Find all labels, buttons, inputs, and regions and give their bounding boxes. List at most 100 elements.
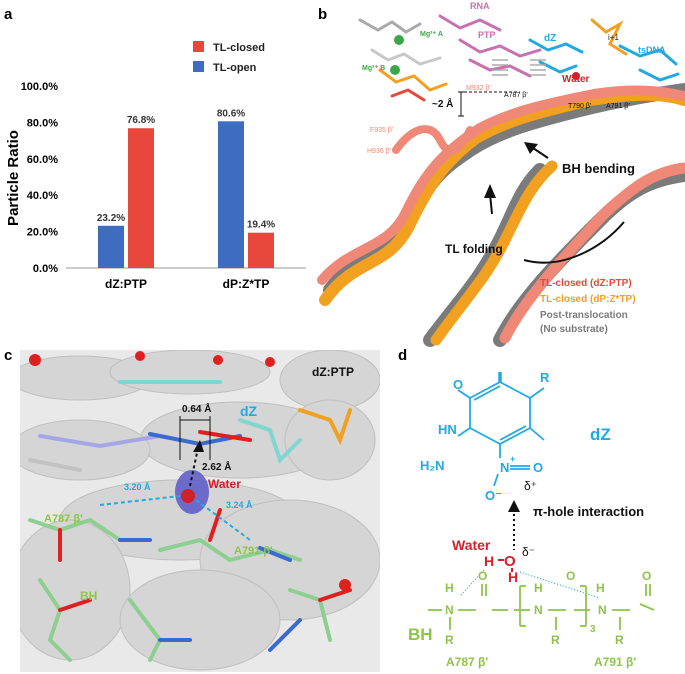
x-axis-categories: dZ:PTP dP:Z*TP bbox=[105, 277, 269, 291]
y-tick-label: 60.0% bbox=[27, 154, 58, 166]
offset-marker bbox=[179, 416, 211, 460]
d-bb-h2: H bbox=[534, 581, 543, 595]
panel-label-b: b bbox=[318, 6, 328, 23]
water-sphere-c bbox=[181, 489, 195, 503]
d-hn: HN bbox=[438, 422, 457, 437]
legend-tl-closed-dpztp: TL-closed (dP:Z*TP) bbox=[540, 294, 636, 305]
legend-label-tl-closed: TL-closed bbox=[213, 42, 265, 54]
bar-tl-closed bbox=[128, 128, 154, 268]
d-bb-n2: N bbox=[534, 603, 543, 617]
water-dot-top bbox=[135, 351, 145, 361]
d-bb-h1: H bbox=[445, 581, 454, 595]
legend-label-tl-open: TL-open bbox=[213, 62, 257, 74]
water-dot-top2 bbox=[213, 355, 223, 365]
panel-label-a: a bbox=[4, 6, 13, 23]
y-tick-label: 40.0% bbox=[27, 190, 58, 202]
d-bb-h3: H bbox=[596, 581, 605, 595]
y-tick-label: 20.0% bbox=[27, 227, 58, 239]
d-delta-plus: δ⁺ bbox=[524, 479, 537, 493]
bars: 23.2%76.8%80.6%19.4% bbox=[97, 108, 275, 268]
d-bb-n1: N bbox=[445, 603, 454, 617]
h936-label: H936 β' bbox=[367, 148, 391, 155]
x-category-label: dZ:PTP bbox=[105, 277, 147, 291]
legend-tl-closed-dzptp: TL-closed (dZ:PTP) bbox=[540, 278, 632, 289]
legend-swatch-tl-closed bbox=[193, 41, 204, 52]
distance-label: ~2 Å bbox=[432, 97, 453, 110]
bar-value-label: 23.2% bbox=[97, 213, 125, 224]
d-hbonds bbox=[459, 569, 601, 599]
water-dot-corner bbox=[29, 354, 41, 366]
mg-b-sphere bbox=[390, 65, 400, 75]
bar-tl-closed bbox=[248, 232, 274, 268]
a791-label-b: A791 β' bbox=[606, 103, 630, 110]
d-bb-o3: O bbox=[642, 569, 651, 583]
dist-262: 2.62 Å bbox=[202, 460, 231, 473]
legend-post-translocation: Post-translocation bbox=[540, 310, 628, 321]
d-bb-o1: O bbox=[478, 569, 487, 583]
d-water-o: O bbox=[504, 553, 516, 570]
i1-label: i+1 bbox=[608, 33, 619, 42]
f935-label: F935 β' bbox=[370, 127, 393, 134]
d-nitro-n: N bbox=[500, 460, 509, 475]
y-tick-label: 100.0% bbox=[21, 81, 59, 93]
bar-tl-open bbox=[218, 121, 244, 268]
water-dot-top3 bbox=[265, 357, 275, 367]
d-a787: A787 β' bbox=[446, 655, 488, 669]
water-label-c: Water bbox=[208, 477, 241, 491]
d-nitro-o: O bbox=[533, 460, 543, 475]
helix-ribbons bbox=[317, 83, 685, 347]
d-nitro-plus: + bbox=[510, 454, 515, 464]
tl-folding-label: TL folding bbox=[445, 242, 503, 256]
d-o-minus: O⁻ bbox=[485, 488, 502, 503]
legend-swatch-tl-open bbox=[193, 61, 204, 72]
d-bb-r1: R bbox=[445, 633, 454, 647]
x-category-label: dP:Z*TP bbox=[223, 277, 270, 291]
d-bh-label: BH bbox=[408, 625, 433, 644]
mg-a-label: Mg²⁺ A bbox=[420, 31, 443, 38]
bar-value-label: 19.4% bbox=[247, 220, 275, 231]
d-r-top: R bbox=[540, 370, 550, 385]
bar-chart: Particle Ratio 0.0%20.0%40.0%60.0%80.0%1… bbox=[5, 41, 306, 291]
bar-tl-open bbox=[98, 225, 124, 268]
mg-a-sphere bbox=[394, 35, 404, 45]
y-tick-label: 80.0% bbox=[27, 117, 58, 129]
density-mesh bbox=[20, 350, 380, 671]
c-title: dZ:PTP bbox=[312, 365, 354, 379]
y-axis-ticks: 0.0%20.0%40.0%60.0%80.0%100.0% bbox=[21, 81, 59, 275]
ptp-label: PTP bbox=[478, 30, 496, 40]
bar-value-label: 80.6% bbox=[217, 108, 245, 119]
d-water-h1: H bbox=[484, 553, 494, 569]
d-a791: A791 β' bbox=[594, 655, 636, 669]
pi-hole-distance-line bbox=[189, 447, 199, 487]
d-bb-o2: O bbox=[566, 569, 575, 583]
d-water-label: Water bbox=[452, 537, 491, 553]
hbond-lines bbox=[99, 495, 251, 541]
m932-label: M932 β' bbox=[466, 85, 491, 92]
residue-sticks bbox=[28, 380, 352, 662]
dist-064: 0.64 Å bbox=[182, 402, 211, 415]
dz-label-b: dZ bbox=[544, 33, 556, 44]
dz-label-c: dZ bbox=[240, 403, 258, 419]
water-density bbox=[175, 470, 209, 514]
dist-324: 3.24 Å bbox=[226, 500, 253, 510]
rna-label: RNA bbox=[470, 1, 490, 11]
a791-label-c: A791 β' bbox=[234, 545, 273, 557]
panel-label-c: c bbox=[4, 347, 13, 364]
d-bb-r2: R bbox=[551, 633, 560, 647]
d-water-bonds bbox=[498, 559, 513, 572]
dist-320: 3.20 Å bbox=[124, 482, 151, 492]
d-delta-minus: δ⁻ bbox=[522, 545, 535, 559]
stacking-lines bbox=[492, 59, 546, 76]
mg-b-label: Mg²⁺ B bbox=[362, 65, 385, 72]
dz-ring bbox=[457, 372, 545, 487]
water-label-b: Water bbox=[562, 74, 590, 85]
panel-label-d: d bbox=[398, 347, 408, 364]
distance-bracket bbox=[458, 91, 520, 117]
d-bb-r3: R bbox=[615, 633, 624, 647]
d-h2n: H₂N bbox=[420, 458, 445, 473]
d-backbone bbox=[428, 584, 655, 630]
chart-legend: TL-closed TL-open bbox=[193, 41, 265, 74]
legend-no-substrate: (No substrate) bbox=[540, 324, 608, 335]
a787-label-c: A787 β' bbox=[44, 513, 83, 525]
bh-bending-label: BH bending bbox=[562, 161, 635, 176]
